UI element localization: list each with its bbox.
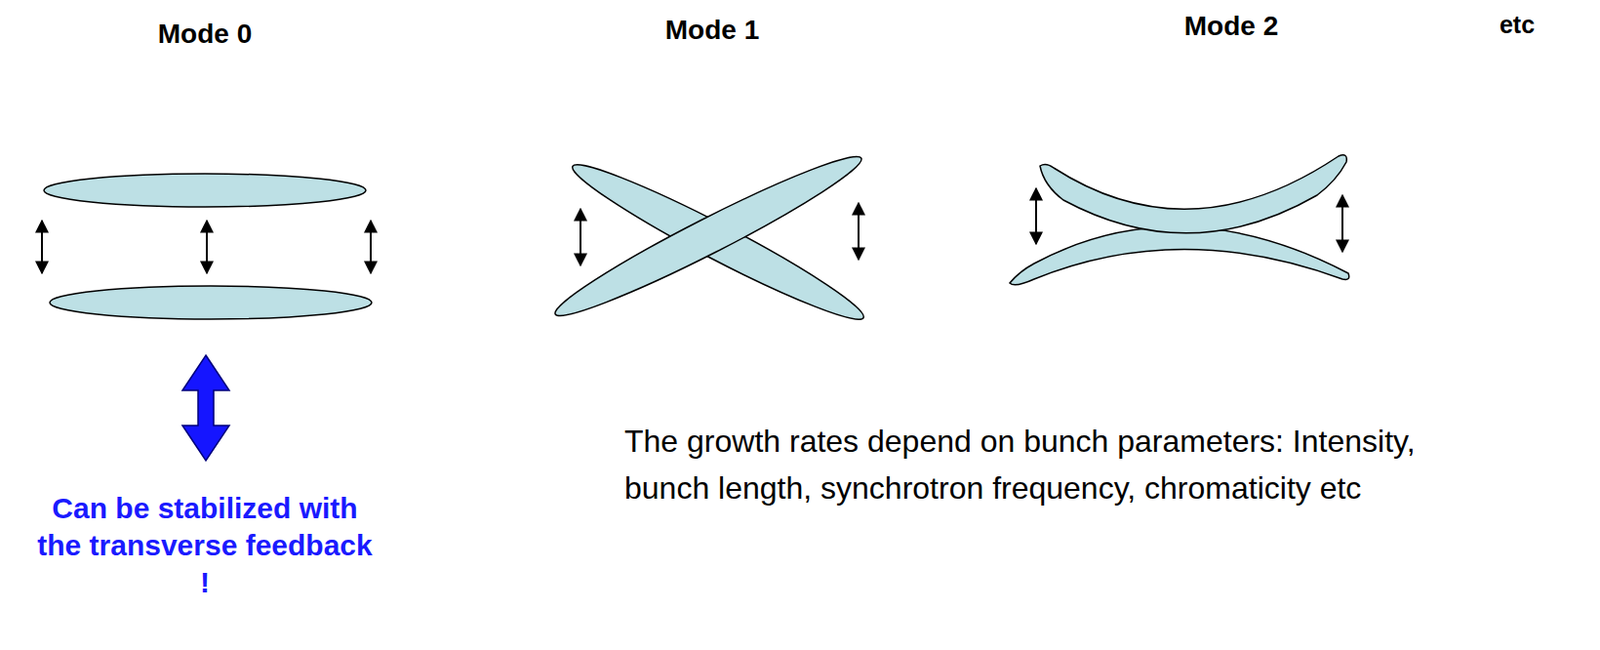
motion-arrow xyxy=(40,220,43,274)
bunch-banana xyxy=(1040,155,1347,234)
motion-arrow xyxy=(1035,188,1038,244)
mode-title: Mode 0 xyxy=(107,17,303,51)
bunch-ellipse xyxy=(43,173,366,207)
motion-arrow xyxy=(205,220,208,274)
feedback-note: Can be stabilized with the transverse fe… xyxy=(34,489,376,601)
mode-title: Mode 1 xyxy=(614,13,810,47)
bunch-ellipse xyxy=(49,285,372,320)
bunch-banana xyxy=(1009,226,1350,284)
motion-arrow xyxy=(857,202,860,260)
growth-rate-note: The growth rates depend on bunch paramet… xyxy=(624,417,1503,512)
feedback-arrow xyxy=(182,355,230,461)
mode-title: Mode 2 xyxy=(1133,9,1329,43)
etc-note: etc xyxy=(1463,9,1571,40)
motion-arrow xyxy=(579,208,582,266)
bunch-ellipse xyxy=(547,142,870,330)
motion-arrow xyxy=(369,220,372,274)
motion-arrow xyxy=(1341,195,1344,252)
